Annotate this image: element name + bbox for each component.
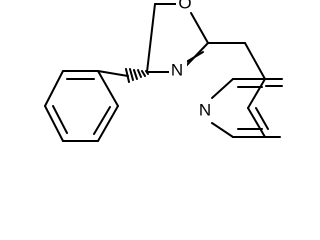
bond-ch2-pyridine xyxy=(244,42,266,80)
hashed-wedge-bond xyxy=(125,68,149,83)
pyridine-nitrogen-atom-label: N xyxy=(199,101,211,120)
bond-o-c2 xyxy=(190,12,209,44)
phenyl-ring xyxy=(44,70,119,142)
oxygen-atom-label: O xyxy=(178,0,191,13)
nitrogen-atom-label: N xyxy=(171,61,183,80)
structural-formula: O N N xyxy=(44,0,283,142)
pyridine-ring xyxy=(247,78,283,138)
bond-c4-ch2 xyxy=(146,3,156,73)
bond-c4-phenyl xyxy=(97,70,129,77)
oxazoline-ring xyxy=(146,3,209,73)
